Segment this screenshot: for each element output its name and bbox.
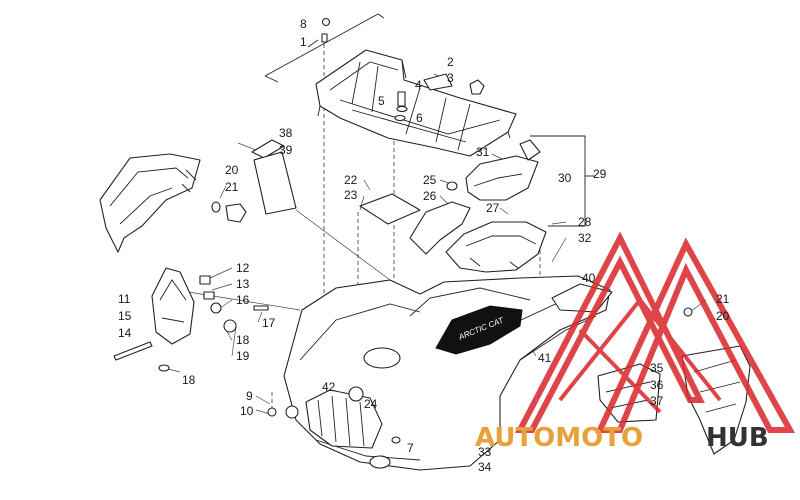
- light-hardware: [113, 275, 269, 372]
- callout-23: 23: [344, 188, 358, 202]
- callout-6: 6: [416, 111, 423, 125]
- callout-12: 12: [236, 261, 250, 275]
- callout-35: 35: [650, 361, 664, 375]
- light-housing: [151, 267, 195, 345]
- callout-24: 24: [364, 397, 378, 411]
- automotohub-logo: [515, 231, 796, 433]
- callout-36: 36: [650, 378, 664, 392]
- storage-cover: [465, 139, 541, 201]
- callout-20-left: 20: [225, 163, 239, 177]
- callout-31: 31: [476, 145, 490, 159]
- callout-27: 27: [486, 201, 500, 215]
- watermark-text: AUTOMOTO HUB: [475, 423, 769, 453]
- callout-7: 7: [407, 441, 414, 455]
- front-grille: [267, 386, 401, 469]
- callout-39: 39: [279, 143, 293, 157]
- callout-9: 9: [246, 389, 253, 403]
- callout-20-right: 20: [716, 309, 730, 323]
- callout-26: 26: [423, 189, 437, 203]
- watermark-word1: AUTOMOTO: [475, 423, 643, 453]
- callout-2: 2: [447, 55, 454, 69]
- callout-25: 25: [423, 173, 437, 187]
- callout-10: 10: [240, 404, 254, 418]
- callout-21-left: 21: [225, 180, 239, 194]
- side-panel-38-39: [251, 139, 297, 215]
- callout-21-right: 21: [716, 292, 730, 306]
- left-fender: [99, 153, 201, 253]
- cargo-rack: [315, 17, 517, 157]
- callout-3: 3: [447, 71, 454, 85]
- access-plate: [359, 193, 421, 225]
- callout-13: 13: [236, 277, 250, 291]
- callout-37: 37: [650, 394, 664, 408]
- callout-numbers: 8 1 2 3 4 5 6 38 39 20 21 31 30 29 22 23…: [118, 17, 730, 474]
- callout-17: 17: [262, 316, 276, 330]
- callout-14: 14: [118, 326, 132, 340]
- callout-40: 40: [582, 271, 596, 285]
- callout-18-lower: 18: [182, 373, 196, 387]
- callout-5: 5: [378, 94, 385, 108]
- callout-22: 22: [344, 173, 358, 187]
- callout-29: 29: [593, 167, 607, 181]
- callout-16: 16: [236, 293, 250, 307]
- callout-34: 34: [478, 460, 492, 474]
- rack-hardware: [394, 73, 485, 122]
- callout-41: 41: [538, 351, 552, 365]
- callout-38: 38: [279, 126, 293, 140]
- callout-32: 32: [578, 231, 592, 245]
- callout-15: 15: [118, 309, 132, 323]
- callout-11: 11: [118, 292, 131, 306]
- arctic-cat-decal: ARCTIC CAT: [435, 305, 523, 355]
- storage-bracket: [409, 181, 471, 255]
- callout-28: 28: [578, 215, 592, 229]
- callout-19: 19: [236, 349, 250, 363]
- watermark-word2: HUB: [706, 423, 769, 453]
- callout-30: 30: [558, 171, 572, 185]
- storage-tub: [445, 221, 547, 273]
- callout-4: 4: [415, 78, 422, 92]
- callout-1: 1: [300, 35, 307, 49]
- callout-33: 33: [478, 445, 492, 459]
- callout-42: 42: [322, 380, 336, 394]
- callout-8: 8: [300, 17, 307, 31]
- callout-18-upper: 18: [236, 333, 250, 347]
- fender-clip-left: [211, 201, 247, 223]
